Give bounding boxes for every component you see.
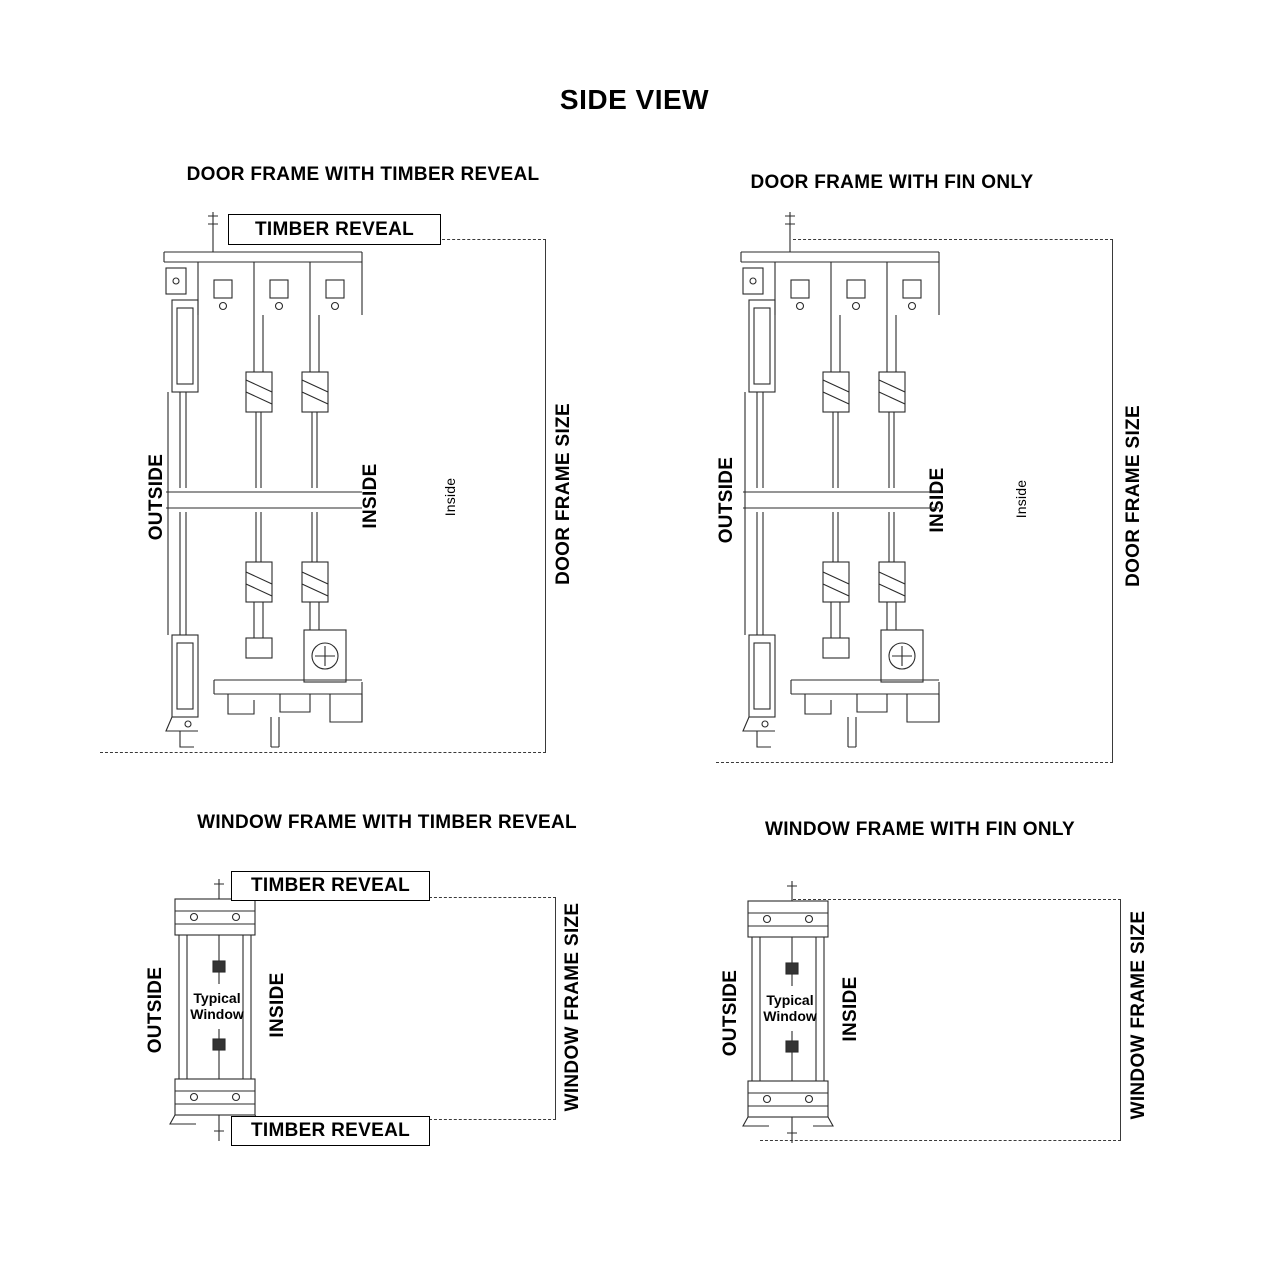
- window-timber-typical-window-label: Typical Window: [190, 990, 244, 1023]
- door-timber-frame-size-label: DOOR FRAME SIZE: [553, 403, 574, 585]
- window-fin-extent-line-top: [793, 899, 1121, 900]
- door-fin-frame-size-label: DOOR FRAME SIZE: [1123, 405, 1144, 587]
- door-timber-extent-line-top: [437, 239, 546, 240]
- window-timber-heading: WINDOW FRAME WITH TIMBER REVEAL: [197, 812, 577, 833]
- timber-reveal-callout-door: TIMBER REVEAL: [228, 214, 441, 245]
- window-timber-extent-line-top: [429, 897, 556, 898]
- timber-reveal-callout-window-top: TIMBER REVEAL: [231, 871, 430, 901]
- door-timber-inside-note: Inside: [442, 477, 458, 517]
- door-timber-heading: DOOR FRAME WITH TIMBER REVEAL: [186, 164, 540, 185]
- door-fin-extent-line-bottom: [716, 762, 1113, 763]
- page-title: SIDE VIEW: [559, 84, 710, 115]
- door-fin-inside-note: Inside: [1013, 479, 1029, 519]
- window-fin-inside-label: INSIDE: [840, 976, 861, 1042]
- window-fin-extent-line-bottom: [760, 1140, 1121, 1141]
- window-fin-typical-window-label: Typical Window: [763, 992, 817, 1025]
- window-fin-outside-label: OUTSIDE: [720, 969, 741, 1057]
- door-section-drawing-timber: [163, 211, 363, 748]
- door-section-drawing-fin: [740, 211, 940, 748]
- timber-reveal-callout-window-bottom: TIMBER REVEAL: [231, 1116, 430, 1146]
- window-timber-extent-line-bottom: [429, 1119, 556, 1120]
- door-timber-extent-line-bottom: [100, 752, 546, 753]
- timber-reveal-label: TIMBER REVEAL: [250, 1120, 411, 1141]
- timber-reveal-label: TIMBER REVEAL: [250, 875, 411, 896]
- window-fin-extent-line-right: [1120, 899, 1121, 1141]
- door-timber-extent-line-right: [545, 239, 546, 753]
- window-fin-frame-size-label: WINDOW FRAME SIZE: [1128, 910, 1149, 1120]
- window-timber-extent-line-right: [555, 897, 556, 1120]
- door-fin-extent-line-top: [793, 239, 1113, 240]
- window-timber-inside-label: INSIDE: [267, 972, 288, 1038]
- window-timber-outside-label: OUTSIDE: [145, 966, 166, 1054]
- window-timber-frame-size-label: WINDOW FRAME SIZE: [562, 902, 583, 1112]
- door-fin-heading: DOOR FRAME WITH FIN ONLY: [750, 172, 1034, 193]
- door-fin-extent-line-right: [1112, 239, 1113, 763]
- window-fin-heading: WINDOW FRAME WITH FIN ONLY: [764, 819, 1075, 840]
- timber-reveal-label: TIMBER REVEAL: [254, 218, 415, 240]
